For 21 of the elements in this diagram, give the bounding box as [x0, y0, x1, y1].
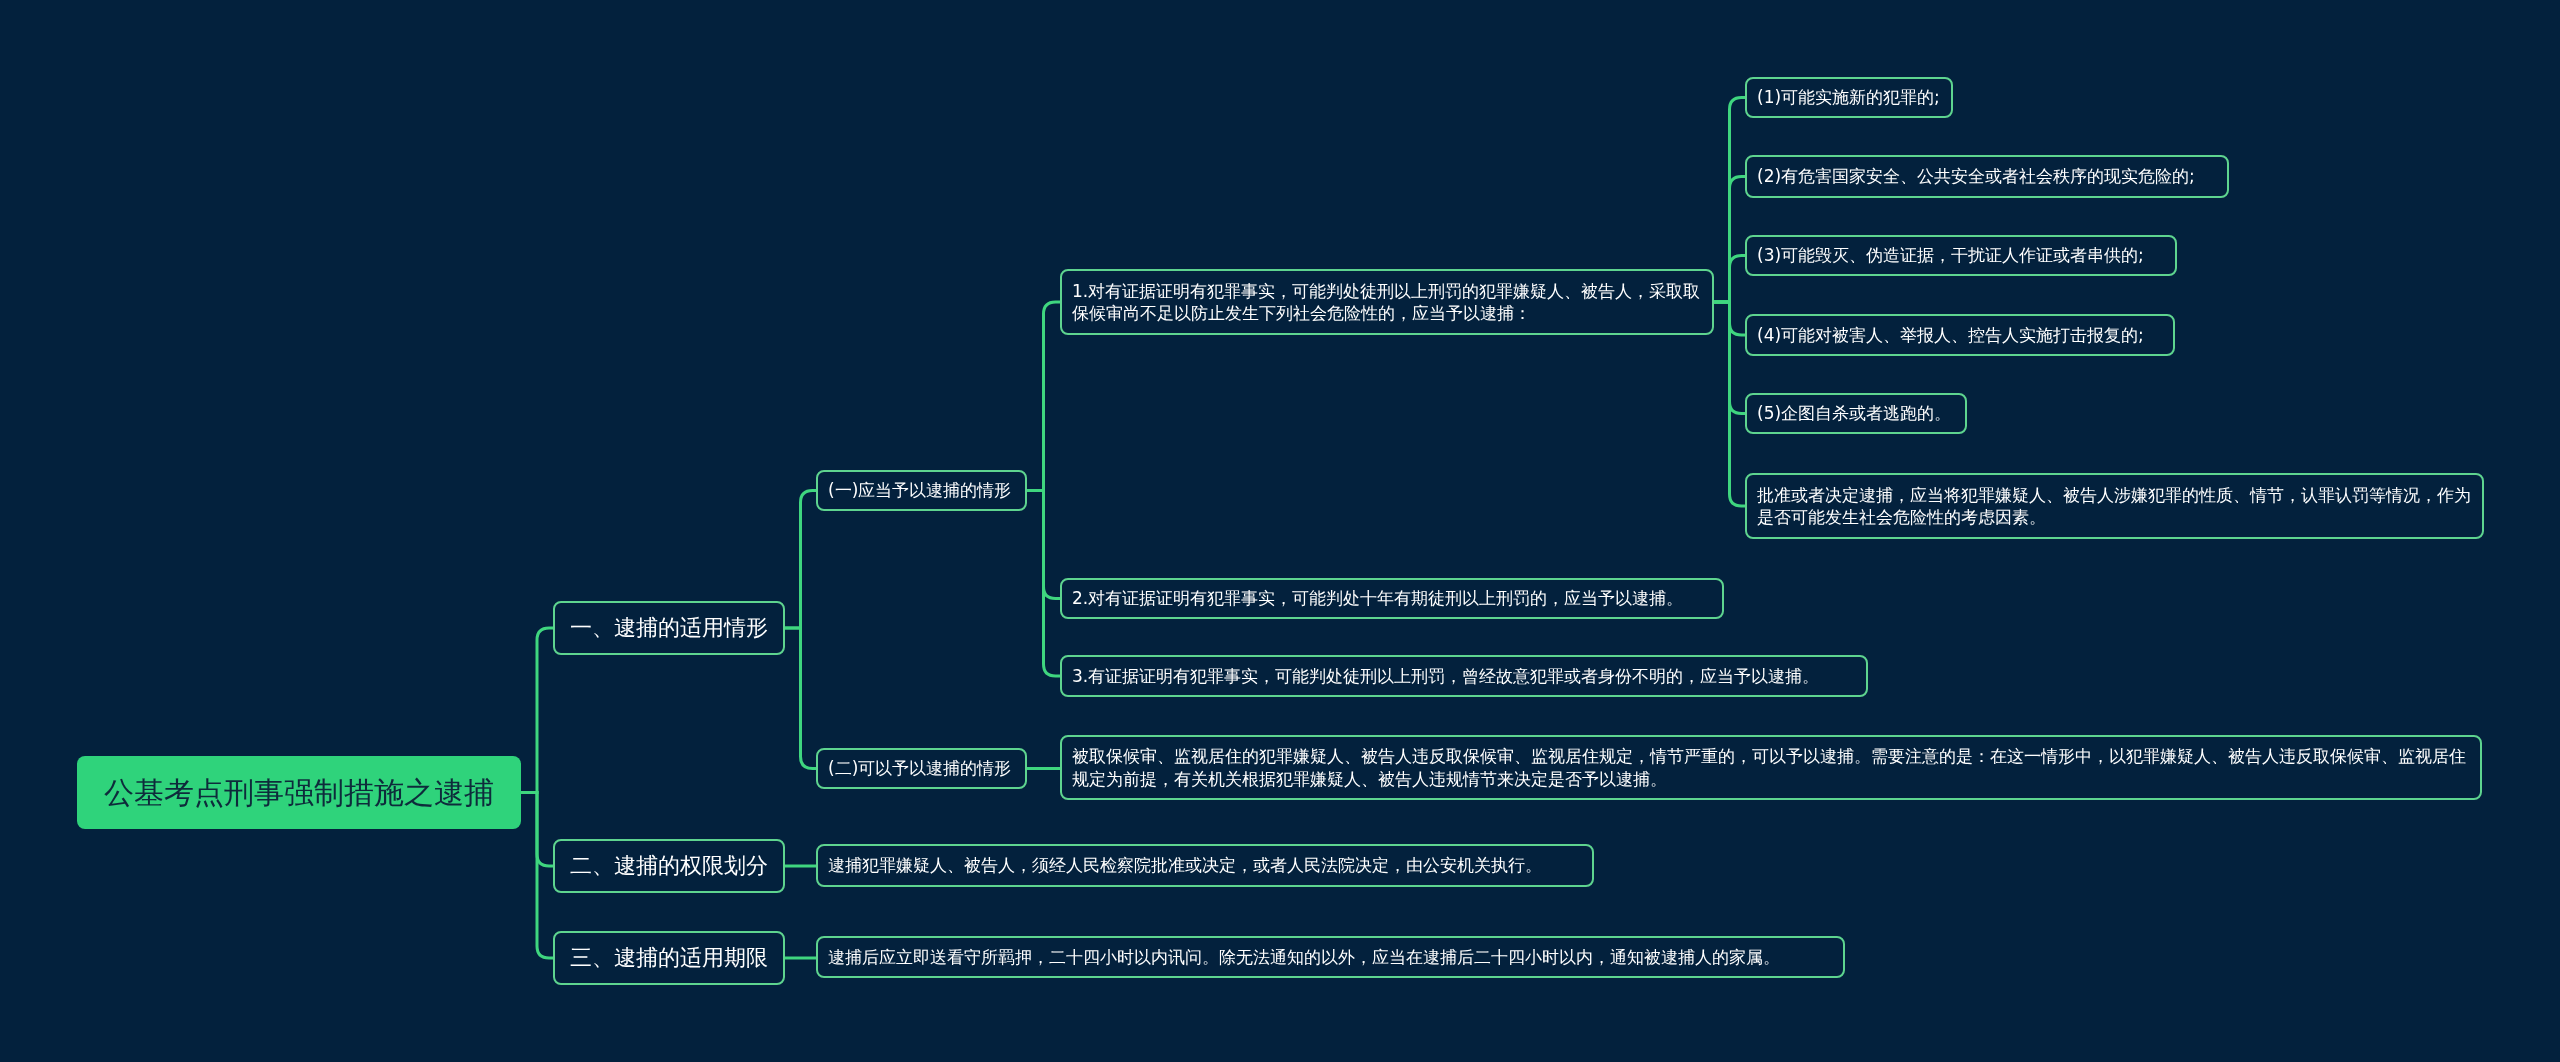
topic-box: 一、逮捕的适用情形	[553, 601, 785, 655]
topic-box: (二)可以予以逮捕的情形	[816, 748, 1027, 789]
topic-box: (1)可能实施新的犯罪的;	[1745, 77, 1953, 118]
topic-box: 3.有证据证明有犯罪事实，可能判处徒刑以上刑罚，曾经故意犯罪或者身份不明的，应当予以逮捕。	[1060, 655, 1868, 697]
topic-box: (5)企图自杀或者逃跑的。	[1745, 393, 1967, 434]
topic-box: 逮捕后应立即送看守所羁押，二十四小时以内讯问。除无法通知的以外，应当在逮捕后二十四小时以内，通知被逮捕人的家属。	[816, 936, 1845, 978]
connector-line	[785, 956, 816, 960]
topic-box: (2)有危害国家安全、公共安全或者社会秩序的现实危险的;	[1745, 155, 2229, 198]
connector-line	[785, 864, 816, 868]
topic-box: 逮捕犯罪嫌疑人、被告人，须经人民检察院批准或决定，或者人民法院决定，由公安机关执行。	[816, 844, 1594, 887]
topic-box: 2.对有证据证明有犯罪事实，可能判处十年有期徒刑以上刑罚的，应当予以逮捕。	[1060, 578, 1724, 619]
topic-box: 批准或者决定逮捕，应当将犯罪嫌疑人、被告人涉嫌犯罪的性质、情节，认罪认罚等情况，作为是否可能发生社会危险性的考虑因素。	[1745, 473, 2484, 539]
topic-box: (4)可能对被害人、举报人、控告人实施打击报复的;	[1745, 314, 2175, 356]
topic-box: (一)应当予以逮捕的情形	[816, 470, 1027, 511]
topic-box: 被取保候审、监视居住的犯罪嫌疑人、被告人违反取保候审、监视居住规定，情节严重的，可以予以逮捕。需要注意的是：在这一情形中，以犯罪嫌疑人、被告人违反取保候审、监视居住规定为前提，有关机关根据犯罪嫌疑人、被告人违规情节来决定是否予以逮捕。	[1060, 735, 2482, 800]
connector-line	[1027, 767, 1060, 770]
topic-box: 二、逮捕的权限划分	[553, 839, 785, 893]
title-box: 公基考点刑事强制措施之逮捕	[77, 756, 521, 829]
topic-box: 三、逮捕的适用期限	[553, 931, 785, 985]
topic-box: 1.对有证据证明有犯罪事实，可能判处徒刑以上刑罚的犯罪嫌疑人、被告人，采取取保候审尚不足以防止发生下列社会危险性的，应当予以逮捕：	[1060, 269, 1714, 335]
topic-box: (3)可能毁灭、伪造证据，干扰证人作证或者串供的;	[1745, 235, 2177, 276]
